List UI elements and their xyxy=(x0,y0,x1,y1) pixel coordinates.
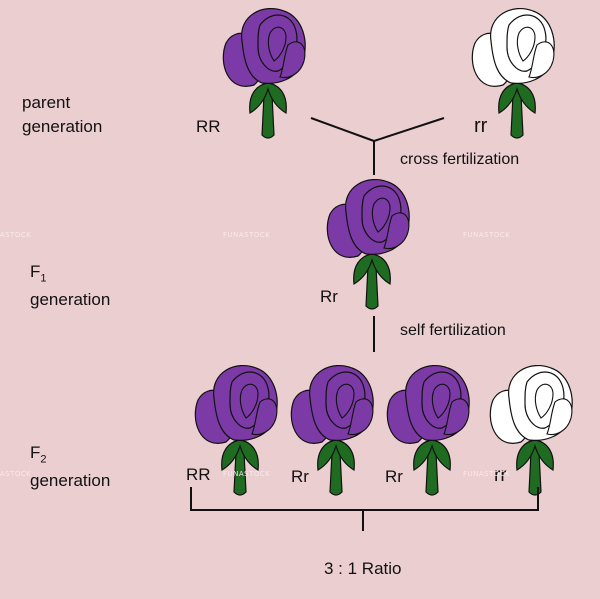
f1-purple-flower xyxy=(326,178,410,310)
genotype-f2-4: rr xyxy=(494,465,507,486)
f2-label-generation: generation xyxy=(30,471,111,491)
ratio-label: 3 : 1 Ratio xyxy=(324,559,402,578)
cross-line-right xyxy=(373,117,445,142)
parent-generation-label: parent generation xyxy=(22,93,102,137)
self-fertilization-label: self fertilization xyxy=(400,322,506,339)
watermark: FUNASTOCK xyxy=(223,470,271,478)
watermark: FUNASTOCK xyxy=(463,231,511,239)
watermark: FUNASTOCK xyxy=(0,470,32,478)
f2-subscript: 2 xyxy=(40,453,47,466)
watermark: FUNASTOCK xyxy=(223,231,271,239)
genotype-f2-3: Rr xyxy=(385,467,403,486)
cross-fertilization-label: cross fertilization xyxy=(400,151,520,168)
f2-letter: F xyxy=(30,443,41,462)
watermark: FUNASTOCK xyxy=(0,231,32,239)
f1-subscript: 1 xyxy=(40,272,47,285)
parent-label-line1: parent xyxy=(22,93,71,112)
parent-label-line2: generation xyxy=(22,117,103,136)
genotype-parent-right: rr xyxy=(474,115,488,137)
f2-generation-label: F2 generation xyxy=(30,443,110,491)
genotype-parent-left: RR xyxy=(196,117,221,136)
f1-label-symbol: F1 xyxy=(30,262,110,288)
f1-label-generation: generation xyxy=(30,290,111,310)
ratio-bracket xyxy=(190,487,539,511)
genotype-f2-2: Rr xyxy=(291,467,309,486)
f1-generation-label: F1 generation xyxy=(30,262,110,310)
f2-label-symbol: F2 xyxy=(30,443,110,469)
cross-line-left xyxy=(310,117,375,142)
genotype-f1: Rr xyxy=(320,287,338,306)
f1-letter: F xyxy=(30,262,41,281)
parent-purple-flower xyxy=(222,7,306,139)
watermark: FUNASTOCK xyxy=(463,470,511,478)
genotype-f2-1: RR xyxy=(186,465,211,484)
